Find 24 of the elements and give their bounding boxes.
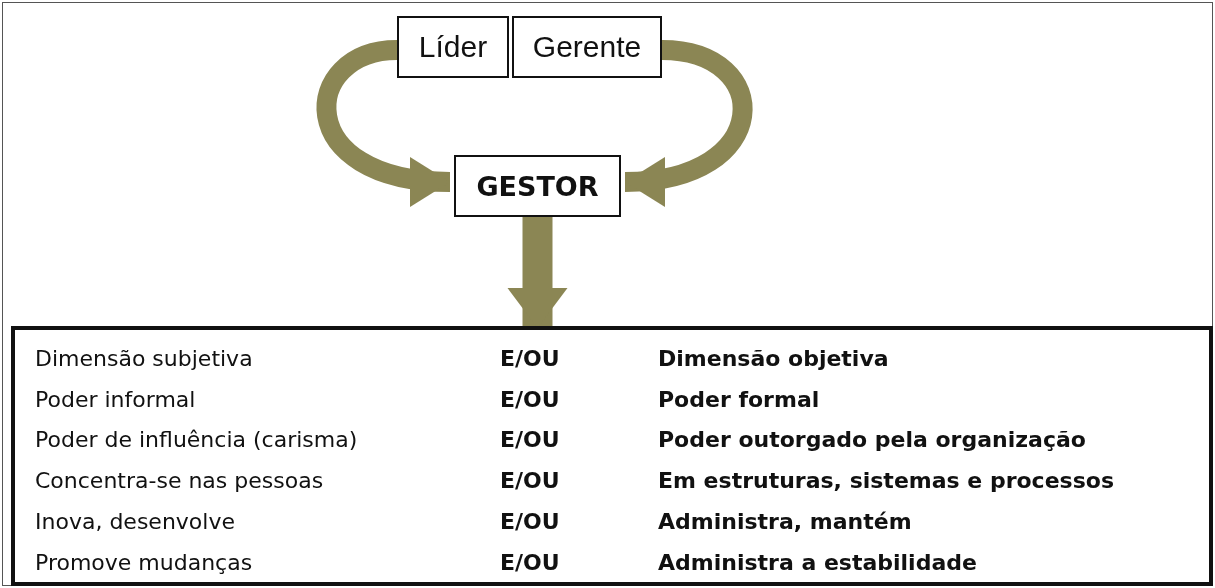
- term-box: Líder: [397, 16, 509, 78]
- curved-arrow: [624, 40, 753, 204]
- table-cell-text: Dimensão objetiva: [658, 345, 890, 373]
- table-box: [11, 326, 1213, 586]
- term-box: Gerente: [512, 16, 662, 78]
- connector-word: E/OU: [500, 507, 561, 536]
- table-cell-text: Promove mudanças: [35, 548, 254, 577]
- table-cell-text: Poder informal: [35, 385, 197, 414]
- table-cell-text: Concentra-se nas pessoas: [35, 467, 325, 496]
- table-cell-text: Poder de influência (carisma): [35, 426, 359, 455]
- table-cell-text: Administra a estabilidade: [658, 548, 978, 577]
- connector-word: E/OU: [500, 426, 561, 455]
- connector-word: E/OU: [500, 548, 561, 577]
- table-cell-text: Administra, mantém: [658, 507, 913, 536]
- table-cell-text: Poder outorgado pela organização: [658, 426, 1087, 455]
- curved-arrow: [507, 217, 568, 328]
- term-box: GESTOR: [454, 155, 621, 217]
- table-cell-text: Em estruturas, sistemas e processos: [658, 467, 1115, 496]
- connector-word: E/OU: [500, 385, 561, 414]
- connector-word: E/OU: [500, 345, 561, 373]
- table-cell-text: Inova, desenvolve: [35, 507, 236, 536]
- table-cell-text: Dimensão subjetiva: [35, 345, 254, 373]
- connector-word: E/OU: [500, 467, 561, 496]
- table-cell-text: Poder formal: [658, 385, 821, 414]
